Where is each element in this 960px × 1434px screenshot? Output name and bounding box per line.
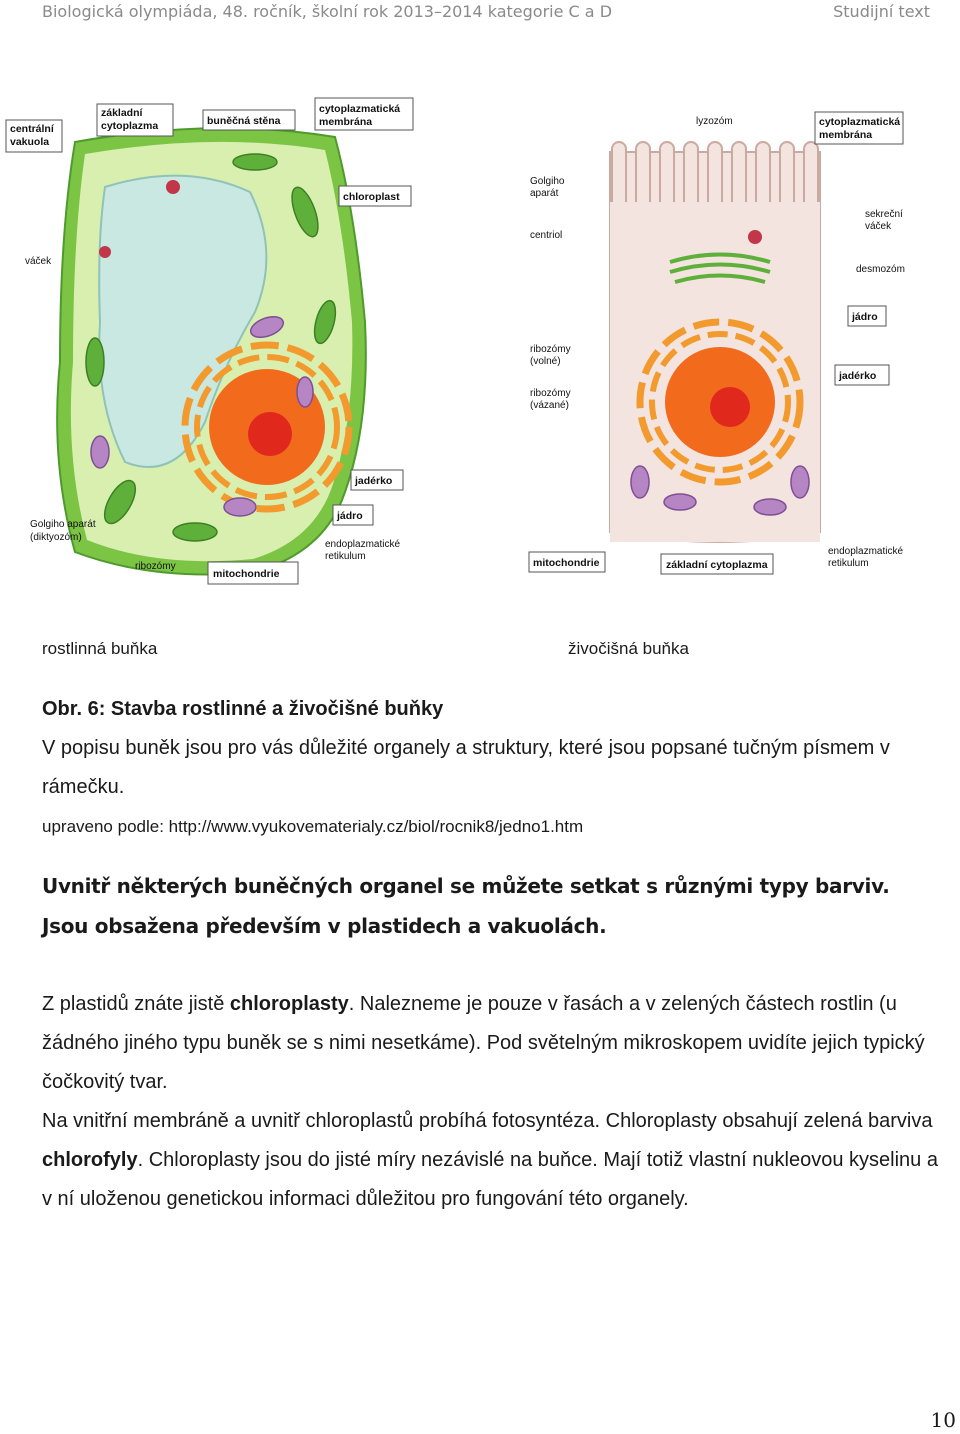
label-golgi-2: (diktyozóm)	[30, 532, 82, 543]
a-label-golgi-2: aparát	[530, 188, 559, 199]
a-label-nucleolus: jadérko	[838, 370, 876, 382]
a-label-secretory-2: váček	[865, 221, 892, 232]
plant-er-ring	[181, 341, 353, 513]
label-membrane-1: cytoplazmatická	[319, 103, 400, 115]
a-label-nucleus: jádro	[851, 311, 878, 323]
body-p2-a: Na vnitřní membráně a uvnitř chloroplast…	[42, 1110, 933, 1132]
page-number: 10	[930, 1408, 956, 1432]
label-cell-wall: buněčná stěna	[207, 115, 281, 127]
animal-cell-caption: živočišná buňka	[568, 639, 689, 658]
microvilli	[611, 141, 819, 213]
body-p2-c: . Chloroplasty jsou do jisté míry nezávi…	[42, 1149, 938, 1210]
animal-cell-figure: cytoplazmatická membrána jádro jadérko m…	[520, 62, 960, 607]
a-label-ribosomes-free-2: (volné)	[530, 356, 561, 367]
plant-cell-caption: rostlinná buňka	[42, 639, 158, 658]
label-er-2: retikulum	[325, 551, 366, 562]
plant-cell-diagram: centrální vakuola základní cytoplazma bu…	[5, 97, 414, 585]
body-text: Z plastidů znáte jistě chloroplasty. Nal…	[42, 985, 942, 1219]
a-label-ribosomes-bound-2: (vázané)	[530, 400, 569, 411]
plant-cell-figure: centrální vakuola základní cytoplazma bu…	[5, 62, 445, 607]
a-label-er-2: retikulum	[828, 558, 869, 569]
a-label-secretory-1: sekreční	[865, 209, 903, 220]
figure-description: V popisu buněk jsou pro vás důležité org…	[42, 737, 890, 798]
a-label-basic-cytoplasm: základní cytoplazma	[666, 559, 768, 571]
a-label-membrane-2: membrána	[819, 129, 872, 141]
header-right: Studijní text	[833, 2, 930, 21]
body-p1-a: Z plastidů znáte jistě	[42, 993, 230, 1015]
label-central-vacuole-1: centrální	[10, 123, 55, 135]
label-mitochondria: mitochondrie	[213, 568, 280, 580]
a-label-desmosome: desmozóm	[856, 264, 905, 275]
label-nucleolus: jadérko	[354, 475, 392, 487]
body-p1-c: . Nalezneme je pouze v řasách a v zelený…	[42, 993, 925, 1093]
body-p2-bold: chlorofyly	[42, 1149, 138, 1171]
plant-nucleolus	[248, 412, 292, 456]
label-basic-cytoplasm-1: základní	[101, 107, 144, 119]
label-vesicle: váček	[25, 256, 52, 267]
animal-golgi	[669, 252, 771, 284]
central-vacuole	[98, 174, 268, 468]
animal-er-ring	[636, 318, 804, 486]
label-er-1: endoplazmatické	[325, 539, 400, 550]
plant-er-ring-2	[194, 354, 340, 500]
figure-title: Obr. 6: Stavba rostlinné a živočišné buň…	[42, 698, 444, 720]
a-label-golgi-1: Golgiho	[530, 176, 565, 187]
animal-cell-diagram: cytoplazmatická membrána jádro jadérko m…	[528, 111, 905, 575]
label-basic-cytoplasm-2: cytoplazma	[101, 120, 158, 132]
bold-paragraph: Uvnitř některých buněčných organel se mů…	[42, 874, 890, 938]
header-left: Biologická olympiáda, 48. ročník, školní…	[42, 2, 613, 21]
label-golgi-1: Golgiho aparát	[30, 519, 96, 530]
label-nucleus: jádro	[336, 510, 363, 522]
a-label-ribosomes-bound-1: ribozómy	[530, 388, 571, 399]
body-p1-bold: chloroplasty	[229, 993, 349, 1015]
label-central-vacuole-2: vakuola	[10, 136, 49, 148]
label-ribosomes: ribozómy	[135, 561, 176, 572]
a-label-membrane-1: cytoplazmatická	[819, 116, 900, 128]
animal-er-ring-2	[649, 331, 791, 473]
a-label-er-1: endoplazmatické	[828, 546, 903, 557]
a-label-ribosomes-free-1: ribozómy	[530, 344, 571, 355]
a-label-mitochondria: mitochondrie	[533, 557, 600, 569]
a-label-centriole: centriol	[530, 230, 562, 241]
label-membrane-2: membrána	[319, 116, 372, 128]
a-label-lysosome: lyzozóm	[696, 116, 733, 127]
source-link: upraveno podle: http://www.vyukovemateri…	[42, 817, 584, 836]
animal-nucleolus	[710, 387, 750, 427]
label-chloroplast: chloroplast	[343, 191, 400, 203]
